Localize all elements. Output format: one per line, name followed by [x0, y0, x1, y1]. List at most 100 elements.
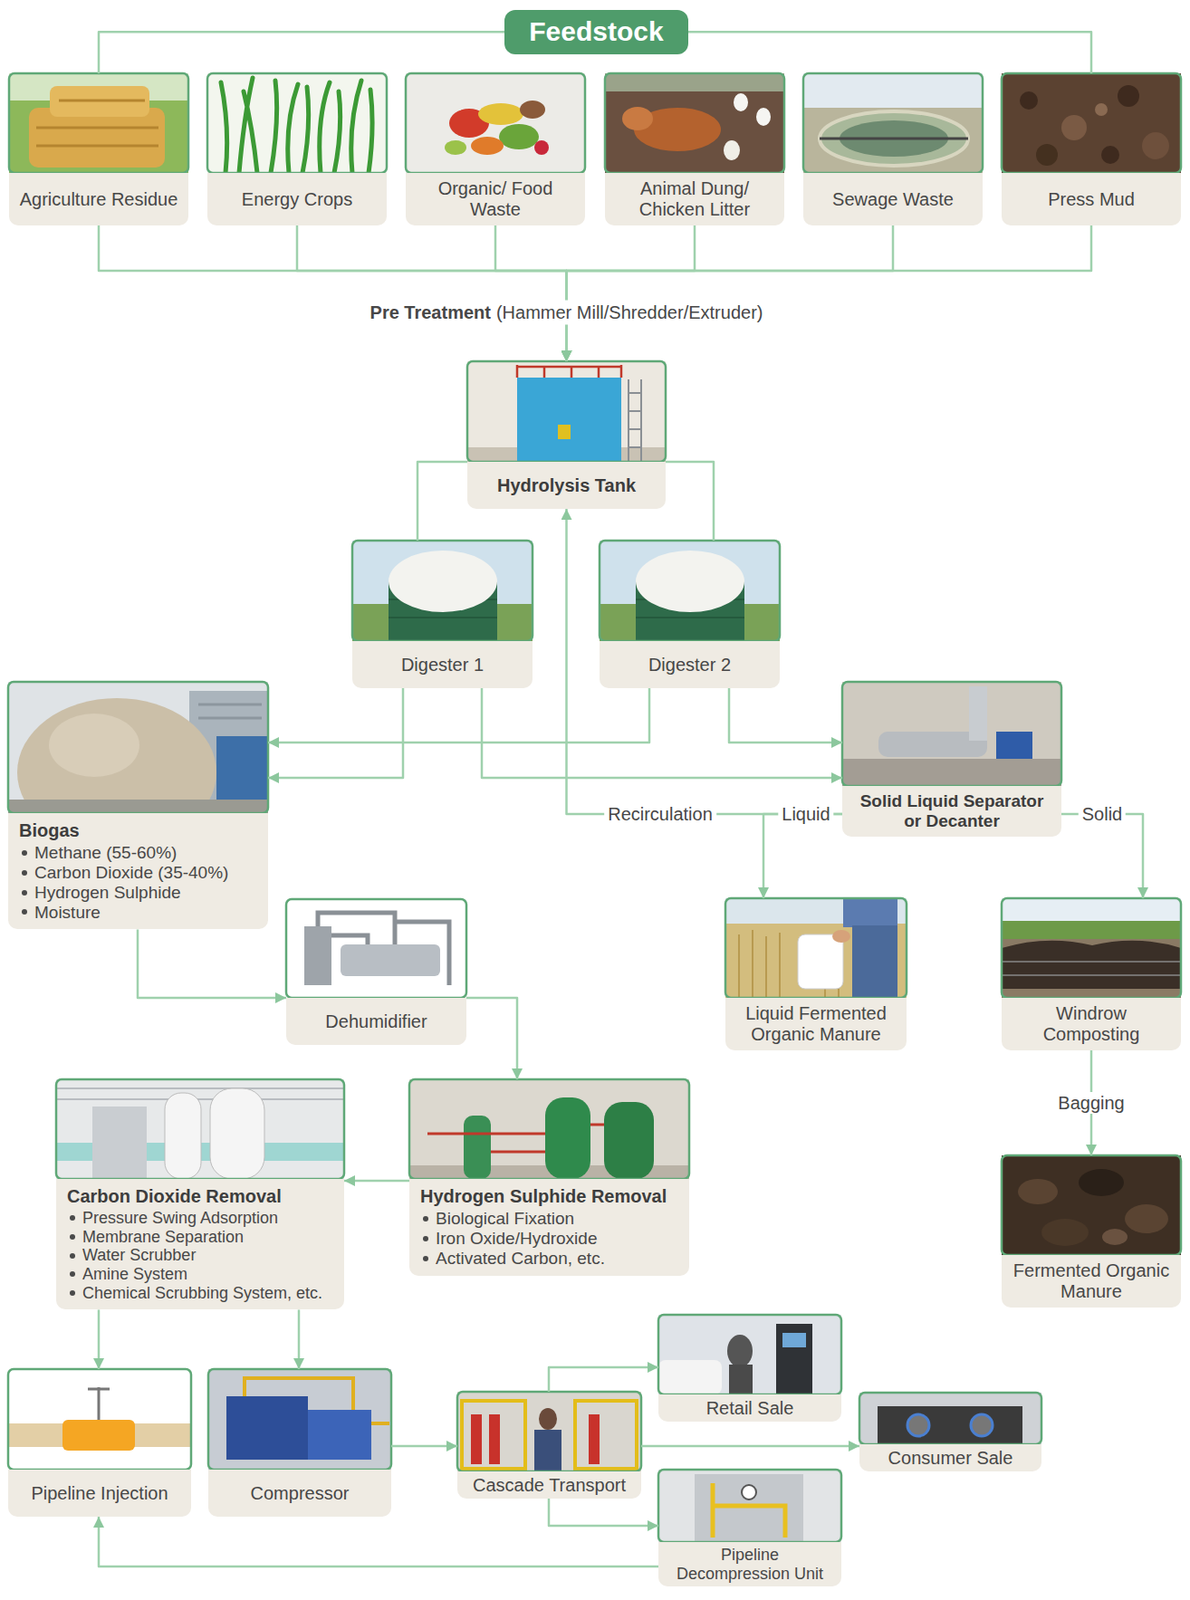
illustration-part [534, 140, 549, 155]
list-item: Membrane Separation [82, 1228, 244, 1248]
separator-card: Solid Liquid Separator or Decanter [842, 681, 1062, 837]
bullet-dot [21, 870, 28, 876]
label-panel: Compressor [208, 1469, 392, 1517]
illustration-part [843, 898, 898, 928]
text-row: Feedstock [528, 16, 663, 48]
illustration-part [842, 758, 1062, 787]
illustration-part [517, 364, 622, 378]
illustration-part [9, 73, 189, 173]
illustration-part [733, 93, 749, 112]
illustration-part [723, 140, 740, 161]
illustration-part [1017, 1179, 1058, 1205]
illustration-part [1001, 921, 1181, 940]
pretreatment-note: Pre Treatment(Hammer Mill/Shredder/Extru… [363, 300, 771, 326]
text-row: Fermented Organic Manure [1010, 1260, 1172, 1303]
illustration-part [461, 1401, 526, 1469]
illustration-part [220, 77, 373, 173]
label-panel: Hydrogen Sulphide RemovalBiological Fixa… [409, 1179, 690, 1277]
note-text: (Hammer Mill/Shredder/Extruder) [496, 302, 764, 323]
list-item: Pressure Swing Adsorption [82, 1209, 279, 1229]
feedstock-card: Press Mud [1001, 73, 1181, 226]
label-panel: BiogasMethane (55-60%)Carbon Dioxide (35… [8, 813, 269, 930]
box-label: Digester 2 [648, 654, 731, 675]
text-row: Solid Liquid Separator or Decanter [851, 791, 1053, 832]
bullet-dot [422, 1256, 429, 1262]
illustration-part [658, 1360, 722, 1395]
fuel-station-photo [658, 1314, 842, 1395]
illustration-part [307, 1410, 372, 1460]
digester-card: Digester 1 [352, 540, 533, 689]
illustration-part [604, 73, 785, 173]
text-row: Carbon Dioxide Removal [67, 1186, 334, 1208]
list-item: Activated Carbon, etc. [435, 1248, 605, 1269]
illustration-part [317, 912, 450, 986]
text-row: Iron Oxide/Hydroxide [420, 1228, 679, 1249]
flow-arrow [268, 688, 650, 743]
box-label: Animal Dung/ Chicken Litter [639, 178, 750, 220]
text-row: Liquid Fermented Organic Manure [734, 1003, 898, 1046]
connector-group [98, 31, 1143, 1567]
feedstock-card: Agriculture Residue [9, 73, 189, 226]
list-item: Water Scrubber [82, 1246, 196, 1266]
outlet-card: Consumer Sale [859, 1392, 1042, 1472]
cascade-photo [457, 1391, 642, 1472]
illustration-part [852, 925, 898, 999]
process-card: Cascade Transport [457, 1391, 642, 1499]
illustration-part [92, 1106, 147, 1180]
label-panel: Energy Crops [207, 172, 387, 226]
illustration-part [725, 898, 907, 999]
illustration-part [340, 944, 441, 977]
food-waste-photo [405, 73, 586, 173]
illustration-part [1142, 132, 1170, 160]
list-item: Amine System [82, 1265, 188, 1285]
illustration-part [1001, 898, 1181, 922]
illustration-part [534, 1429, 562, 1472]
illustration-part [286, 899, 467, 999]
box-label: Solid Liquid Separator or Decanter [860, 791, 1045, 831]
flow-arrow [641, 1445, 860, 1449]
edge-label: Recirculation [604, 803, 717, 826]
illustration-part [1001, 73, 1181, 173]
flow-arrow [97, 1309, 101, 1370]
box-label: Agriculture Residue [19, 189, 179, 210]
illustration-part [996, 731, 1033, 759]
label-panel: Sewage Waste [803, 172, 983, 226]
flow-arrow [481, 688, 843, 778]
illustration-part [729, 1364, 753, 1395]
illustration-part [604, 73, 785, 173]
illustration-part [457, 1391, 642, 1472]
bullet-dot [21, 850, 28, 856]
press-mud-photo [1001, 73, 1181, 173]
illustration-part [36, 100, 159, 146]
flow-arrow [688, 31, 1092, 74]
illustration-part [1078, 1169, 1124, 1197]
text-row: Press Mud [1047, 189, 1135, 211]
illustration-part [1019, 91, 1038, 110]
label-panel: Press Mud [1001, 172, 1181, 226]
illustration-part [635, 550, 745, 613]
illustration-part [1001, 1155, 1181, 1256]
feedstock-card: Sewage Waste [803, 73, 983, 226]
bullet-dot [69, 1215, 76, 1221]
feedstock-pill: Feedstock [504, 9, 689, 55]
illustration-part [1094, 103, 1108, 116]
text-row: Retail Sale [706, 1398, 795, 1420]
label-panel: Digester 2 [599, 641, 780, 689]
illustration-part [62, 1420, 135, 1451]
illustration-part [56, 1088, 345, 1100]
illustration-part [208, 1369, 392, 1470]
box-label: Cascade Transport [472, 1475, 626, 1496]
digester-photo [352, 540, 533, 642]
windrow-photo [1001, 898, 1181, 999]
illustration-part [819, 137, 969, 141]
illustration-part [545, 1097, 591, 1180]
hydrolysis-tank-photo [467, 361, 666, 462]
flow-arrow [1061, 814, 1143, 899]
illustration-part [56, 1079, 345, 1180]
flow-arrow [297, 225, 567, 362]
label-panel: Feedstock [504, 9, 689, 55]
text-row: Agriculture Residue [19, 189, 179, 211]
box-label: Hydrolysis Tank [497, 475, 636, 496]
decanter-photo [842, 681, 1062, 787]
